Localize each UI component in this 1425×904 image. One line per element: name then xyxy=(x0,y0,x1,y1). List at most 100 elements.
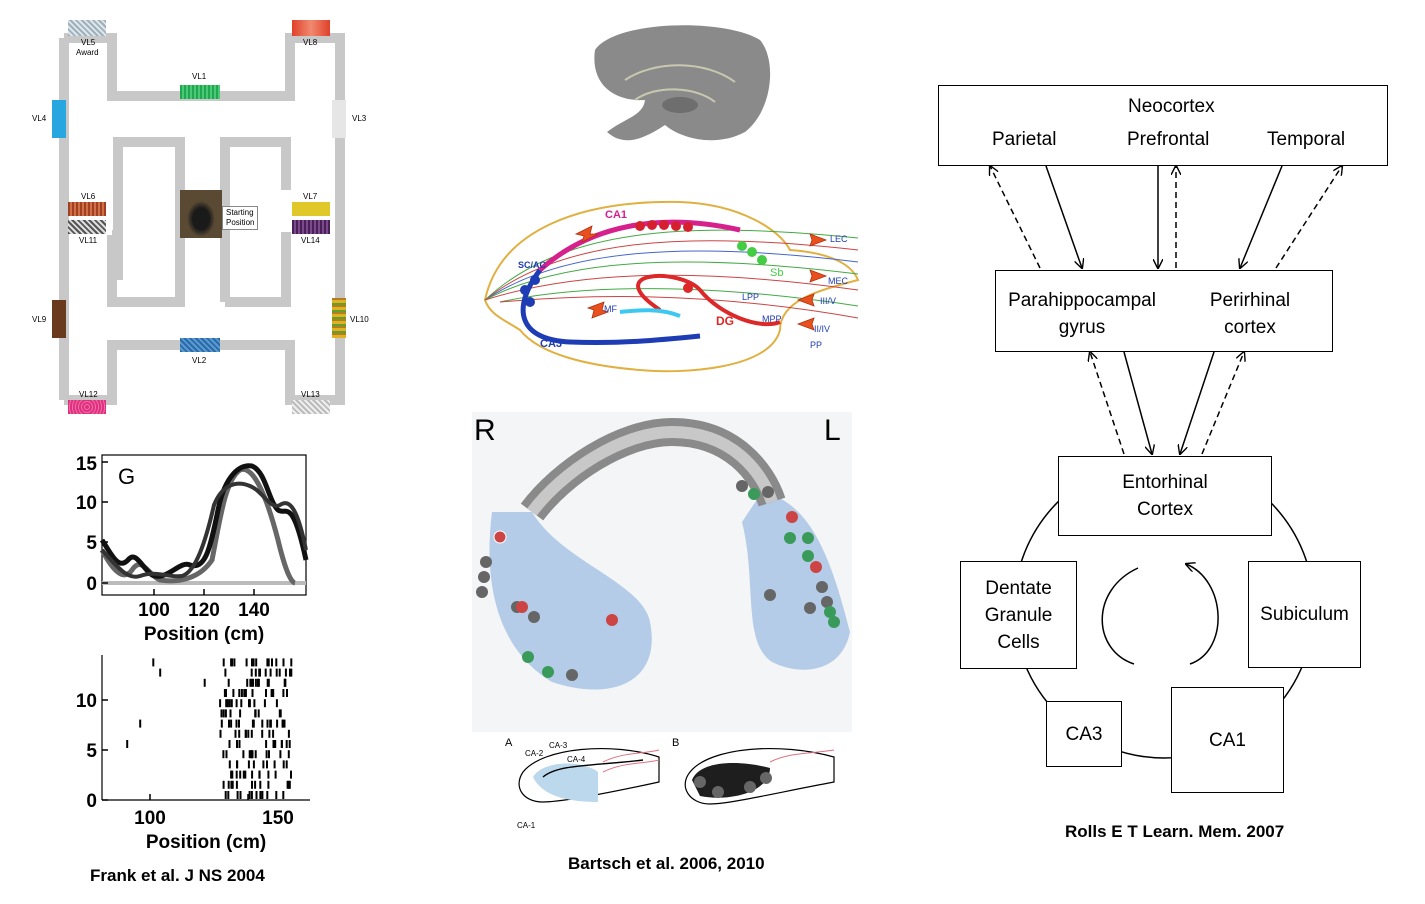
firing-ytick-10: 10 xyxy=(76,493,97,514)
brain-slice-svg xyxy=(594,25,771,141)
cue-vl5 xyxy=(68,20,106,36)
maze-label-vl13: VL13 xyxy=(301,390,320,399)
parietal-label: Parietal xyxy=(992,129,1057,150)
ca1-band xyxy=(538,219,741,272)
ca1-label: CA1 xyxy=(1209,729,1246,751)
hippo-label-pp: PP xyxy=(810,340,822,350)
caption-frank: Frank et al. J NS 2004 xyxy=(90,866,265,885)
dentate-line3: Cells xyxy=(997,631,1040,653)
dg-curve xyxy=(636,274,781,327)
cue-vl4 xyxy=(52,100,66,138)
start-label-line1: Starting xyxy=(226,208,254,217)
maze-label-vl12: VL12 xyxy=(79,390,98,399)
maze-label-vl5: VL5 xyxy=(81,38,96,47)
maze-label-vl10: VL10 xyxy=(350,315,369,324)
arrow-parahippo-parietal xyxy=(990,166,1041,269)
brain-letter-l: L xyxy=(824,414,841,447)
inset-a-ca2: CA-2 xyxy=(525,749,544,758)
maze-label-vl11: VL11 xyxy=(79,236,98,245)
maze-label-vl3: VL3 xyxy=(352,114,367,123)
hippo-label-mpp: MPP xyxy=(762,314,782,324)
raster-svg: 10 5 0 100 150 Position (cm) xyxy=(76,655,310,853)
neocortex-box xyxy=(938,85,1388,166)
hippocampus-svg: CA1 CA3 DG Sb SC/AC MF LPP MPP LEC MEC I… xyxy=(483,200,860,373)
inset-a: A CA-2 CA-3 CA-4 CA-1 xyxy=(503,732,660,830)
cue-vl3 xyxy=(332,100,346,138)
inset-b-letter: B xyxy=(672,737,679,749)
prefrontal-label: Prefrontal xyxy=(1127,129,1210,150)
ca3-neurons xyxy=(520,275,540,307)
brain-letter-r: R xyxy=(474,414,496,447)
hippo-label-dg: DG xyxy=(716,314,734,328)
cue-vl14 xyxy=(292,220,330,234)
hippo-label-sb: Sb xyxy=(770,267,783,279)
sb-neurons xyxy=(737,241,767,265)
subiculum-label: Subiculum xyxy=(1260,604,1349,625)
maze-label-award: Award xyxy=(76,48,99,57)
hippo-label-ca3: CA3 xyxy=(540,338,562,350)
cue-vl7 xyxy=(292,202,330,216)
firing-curve-gray xyxy=(99,466,297,586)
hippocampus-3d-svg: R L xyxy=(474,414,850,690)
entorhinal-line1: Entorhinal xyxy=(1122,472,1208,493)
cue-vl1 xyxy=(180,85,220,99)
start-position-label: Starting Position xyxy=(222,206,259,230)
hippo-label-iiiv: III/V xyxy=(820,296,836,306)
hippo-label-lec: LEC xyxy=(830,234,848,244)
hippo-arrows xyxy=(574,225,828,331)
maze-label-vl8: VL8 xyxy=(303,38,318,47)
inset-a-ca3: CA-3 xyxy=(549,741,568,750)
firing-ytick-5: 5 xyxy=(86,533,97,554)
caption-bartsch: Bartsch et al. 2006, 2010 xyxy=(568,854,765,873)
arrow-entorhinal-perirhinal xyxy=(1201,352,1244,455)
entorhinal-box: Entorhinal Cortex xyxy=(1058,456,1272,536)
hippo-label-mf: MF xyxy=(604,304,617,314)
maze-label-vl6: VL6 xyxy=(81,192,96,201)
cue-vl6 xyxy=(68,202,106,216)
hippo-label-ca1: CA1 xyxy=(605,209,627,221)
raster-ytick-0: 0 xyxy=(86,791,97,812)
dentate-line2: Granule xyxy=(984,604,1053,626)
maze-label-vl1: VL1 xyxy=(192,72,207,81)
neocortex-title: Neocortex xyxy=(1128,96,1215,117)
hippocampus-circuit: CA1 CA3 DG Sb SC/AC MF LPP MPP LEC MEC I… xyxy=(480,190,860,375)
arrow-parahippo-entorhinal xyxy=(1123,351,1152,454)
cue-vl12 xyxy=(68,400,106,414)
maze-panel: VL5 Award VL8 VL1 VL4 VL3 VL6 VL11 VL7 V… xyxy=(30,10,390,430)
inset-a-ca4: CA-4 xyxy=(567,755,586,764)
ca1-box: CA1 xyxy=(1171,687,1284,793)
inset-b-svg: B xyxy=(672,737,835,805)
raster-plot: 10 5 0 100 150 Position (cm) xyxy=(70,650,360,860)
firing-xtick-140: 140 xyxy=(238,600,270,621)
maze-label-vl7: VL7 xyxy=(303,192,318,201)
subiculum-box: Subiculum xyxy=(1248,561,1361,668)
cue-vl13 xyxy=(292,400,330,414)
firing-ytick-15: 15 xyxy=(76,454,98,475)
dentate-line1: Dentate xyxy=(985,577,1052,599)
parahippocampal-line2: gyrus xyxy=(1058,317,1106,338)
inner-arrow-loop xyxy=(1101,564,1219,665)
mf-path xyxy=(619,308,681,318)
cue-vl11 xyxy=(68,220,106,234)
arrow-perirhinal-temporal xyxy=(1275,166,1342,269)
entorhinal-line2: Cortex xyxy=(1137,499,1193,520)
hippo-label-iiiv2: II/IV xyxy=(814,324,830,334)
cue-vl2 xyxy=(180,338,220,352)
firing-panel-letter: G xyxy=(118,464,135,489)
inset-a-ca1: CA-1 xyxy=(517,821,536,830)
arrow-perirhinal-entorhinal xyxy=(1180,351,1215,454)
firing-ytick-0: 0 xyxy=(86,574,97,595)
maze-label-vl4: VL4 xyxy=(32,114,47,123)
arrow-temporal-perirhinal xyxy=(1240,165,1283,268)
arrow-entorhinal-parahippo xyxy=(1090,352,1125,455)
maze-label-vl9: VL9 xyxy=(32,315,47,324)
hippo-label-lpp: LPP xyxy=(742,292,759,302)
dentate-box: Dentate Granule Cells xyxy=(960,561,1077,669)
firing-rate-plot: G 15 10 5 0 100 120 140 Position (cm) xyxy=(70,450,360,650)
maze-label-vl2: VL2 xyxy=(192,356,207,365)
parahippocampal-perirhinal-box xyxy=(995,270,1333,352)
ca1-neurons xyxy=(635,220,693,232)
hippo-outline xyxy=(483,200,860,373)
firing-xtick-120: 120 xyxy=(188,600,220,621)
temporal-label: Temporal xyxy=(1267,129,1346,150)
